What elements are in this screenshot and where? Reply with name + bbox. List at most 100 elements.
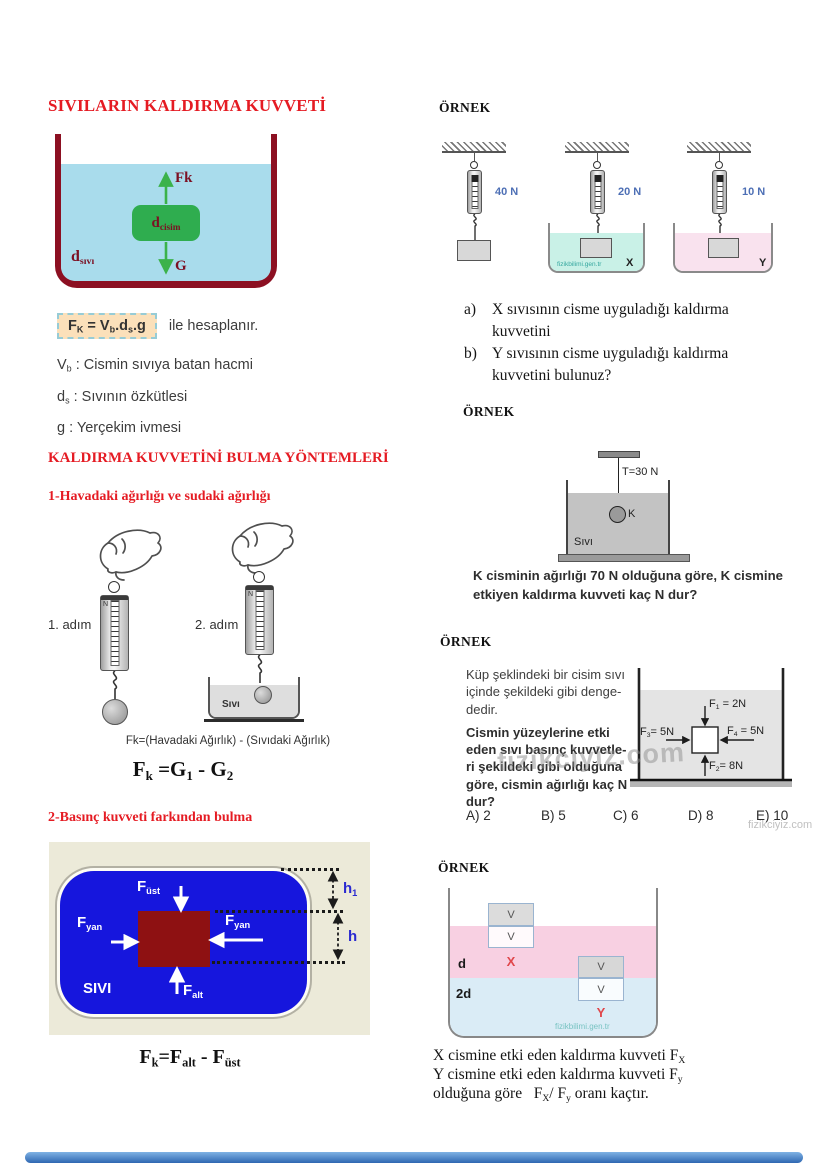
answer-c: C) 6 bbox=[613, 808, 639, 823]
def-subscript: b bbox=[66, 363, 72, 374]
example-3-diagram: F1 = 2N F3= 5N F4 = 5N F2= 8N bbox=[630, 666, 792, 795]
block-y-bottom: V bbox=[578, 978, 624, 1001]
ornek-heading-2: ÖRNEK bbox=[463, 404, 515, 419]
step-2-label: 2. adım bbox=[195, 617, 239, 632]
formula-sub: 4 bbox=[733, 731, 738, 739]
formula-sub: 2 bbox=[226, 767, 234, 783]
formula-box: FK = Vb.ds.g bbox=[57, 313, 157, 339]
watermark: fizikbilimi.gen.tr bbox=[557, 261, 602, 268]
method-caption: Fk=(Havadaki Ağırlık) - (Sıvıdaki Ağırlı… bbox=[125, 735, 331, 747]
hook-squiggle bbox=[718, 214, 722, 240]
formula-sub: üst bbox=[224, 1055, 241, 1070]
formula-part: .g bbox=[132, 318, 146, 334]
weight-difference-formula: Fk =G1 - G2 bbox=[88, 757, 278, 782]
pressure-diagram-panel: Füst Fyan Fyan Falt SIVI h1 h bbox=[49, 842, 370, 1035]
item-b-line1: Y sıvısının cisme uyguladığı kaldırma bbox=[492, 345, 729, 362]
liquid-y-label: Y bbox=[759, 257, 767, 269]
scale-marker bbox=[594, 175, 601, 182]
answer-d: D) 8 bbox=[688, 808, 714, 823]
object-x-label: X bbox=[506, 954, 516, 969]
formula-part: F bbox=[709, 760, 716, 772]
formula-part: .d bbox=[115, 318, 128, 334]
formula-part: F bbox=[225, 912, 235, 929]
question-line-2: Y cismine etki eden kaldırma kuvveti Fy bbox=[433, 1065, 803, 1084]
buoyancy-formula-row: FK = Vb.ds.g ile hesaplanır. bbox=[57, 313, 258, 339]
f-ust-label: Füst bbox=[137, 878, 160, 895]
scale-marker bbox=[716, 175, 723, 182]
example-4-figure: fizikbilimi.gen.tr V V V V d 2d X Y bbox=[448, 888, 658, 1038]
definition-ds: ds : Sıvının özkütlesi bbox=[57, 389, 187, 405]
bottom-bar bbox=[25, 1152, 803, 1163]
formula-part: = V bbox=[83, 318, 110, 334]
text-line: göre, cismin ağırlığı kaç N bbox=[466, 776, 628, 792]
method-1-heading: 1-Havadaki ağırlığı ve sudaki ağırlığı bbox=[48, 489, 271, 504]
item-a-label: a) bbox=[464, 301, 477, 318]
top-dotted-line bbox=[215, 910, 343, 913]
volume-label: V bbox=[597, 983, 605, 996]
block-x-bottom: V bbox=[488, 926, 534, 948]
formula-sub: b bbox=[109, 324, 116, 335]
formula-part: - G bbox=[192, 757, 227, 781]
hanging-block bbox=[580, 238, 612, 258]
text-line: dedir. bbox=[466, 701, 498, 717]
density-subscript: sıvı bbox=[79, 255, 95, 267]
tension-label: T=30 N bbox=[622, 466, 659, 478]
container-outline: fizikbilimi.gen.tr bbox=[448, 888, 658, 1038]
f-alt-label: Falt bbox=[183, 982, 203, 999]
liquid-label: Sıvı bbox=[222, 699, 240, 710]
text-line: Cismin yüzeylerine etki bbox=[466, 725, 610, 740]
def-symbol: d bbox=[57, 389, 66, 405]
scale-tick-strip bbox=[255, 590, 264, 650]
example-2-figure: T=30 N K Sıvı bbox=[558, 446, 690, 562]
f-yan-right-label: Fyan bbox=[225, 912, 250, 929]
formula-sub: 1 bbox=[715, 704, 720, 712]
ground-line bbox=[204, 719, 304, 722]
formula-part: =F bbox=[158, 1046, 183, 1068]
example-1-figure: 40 N 20 N fizikbilimi.gen.tr X 10 N Y bbox=[437, 130, 815, 290]
h-label: h bbox=[348, 928, 358, 945]
scale-ring bbox=[593, 161, 601, 169]
def-text: : Cismin sıvıya batan hacmi bbox=[71, 357, 253, 373]
example-2-question: K cisminin ağırlığı 70 N olduğuna göre, … bbox=[473, 566, 818, 604]
string bbox=[618, 458, 619, 506]
f4-label: F4 = 5N bbox=[727, 725, 764, 739]
formula-part: F bbox=[183, 982, 193, 999]
f3-label: F3= 5N bbox=[640, 726, 674, 739]
block-x-top: V bbox=[488, 903, 534, 926]
question-line: K cisminin ağırlığı 70 N olduğuna göre, … bbox=[473, 568, 783, 583]
liquid-density-label: dsıvı bbox=[71, 248, 94, 266]
def-symbol: g bbox=[57, 420, 66, 436]
text-part: X cismine etki eden kaldırma kuvveti F bbox=[433, 1047, 679, 1064]
formula-part: F bbox=[139, 1046, 152, 1068]
formula-sub: X bbox=[542, 1092, 550, 1104]
section-heading-methods: KALDIRMA KUVVETİNİ BULMA YÖNTEMLERİ bbox=[48, 450, 389, 466]
scale-unit-label: N bbox=[103, 601, 109, 608]
hand-illustration bbox=[231, 522, 294, 574]
formula-part: = 8N bbox=[719, 760, 744, 772]
answer-e: E) 10 bbox=[756, 808, 789, 823]
volume-label: V bbox=[507, 908, 515, 921]
question-line: etkiyen kaldırma kuvveti kaç N dur? bbox=[473, 587, 698, 602]
hook-squiggle bbox=[473, 214, 477, 240]
def-subscript: s bbox=[65, 395, 70, 406]
item-a-line1: X sıvısının cisme uyguladığı kaldırma bbox=[492, 301, 729, 318]
formula-part: h bbox=[343, 880, 353, 897]
sivi-label: SIVI bbox=[83, 980, 112, 997]
formula-sub: alt bbox=[182, 1055, 196, 1070]
formula-part: F bbox=[77, 914, 87, 931]
base-bar bbox=[558, 554, 690, 562]
formula-part: F bbox=[137, 878, 147, 895]
text-part: oranı kaçtır. bbox=[570, 1085, 649, 1102]
hanging-block bbox=[708, 238, 739, 258]
text-part: / F bbox=[549, 1085, 567, 1102]
text-line: içinde şekildeki gibi denge- bbox=[466, 684, 622, 700]
cube-tank-drawing bbox=[630, 668, 792, 787]
force-arrows bbox=[158, 171, 174, 275]
submerged-object: dcisim bbox=[132, 205, 200, 241]
scale-reading-y: 10 N bbox=[742, 186, 766, 198]
answer-b: B) 5 bbox=[541, 808, 566, 823]
item-b-label: b) bbox=[464, 345, 477, 362]
base-shadow bbox=[630, 780, 792, 787]
density-d-label: d bbox=[458, 956, 466, 971]
ceiling-hatch bbox=[687, 142, 751, 153]
